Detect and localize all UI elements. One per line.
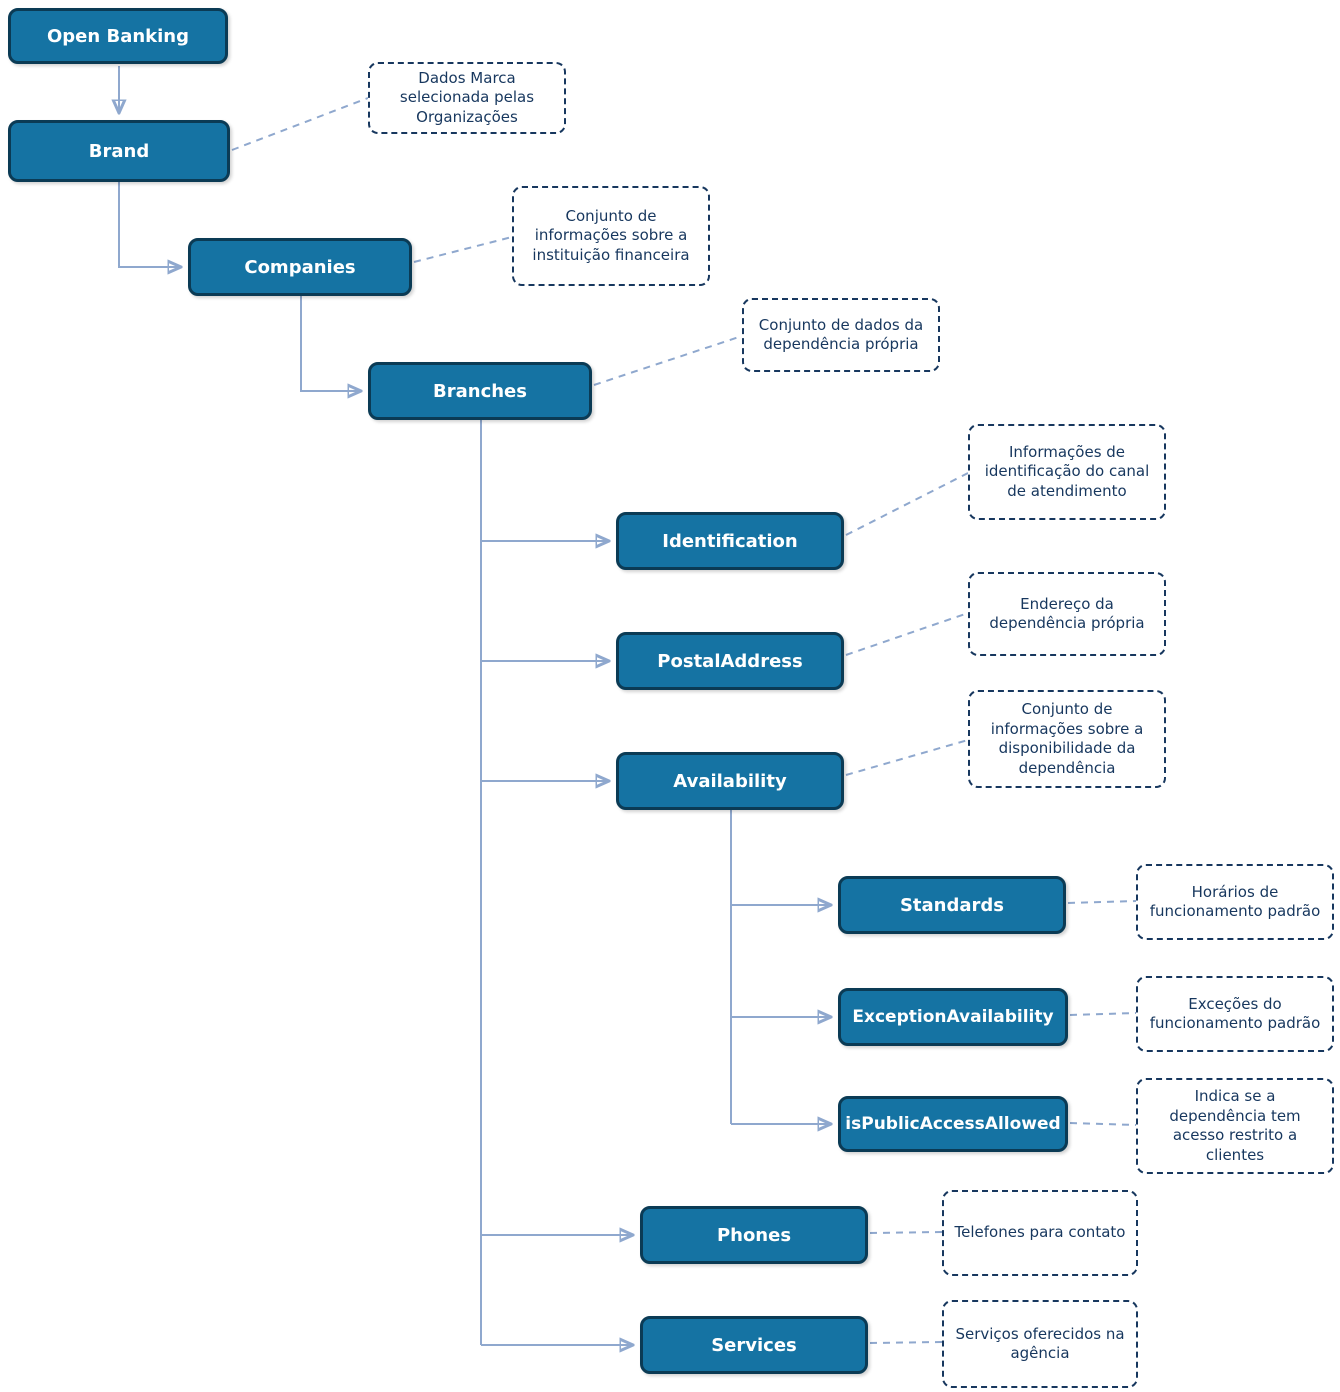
node-services-label: Services <box>711 1334 797 1356</box>
annotation-branches-text: Conjunto de dados da dependência própria <box>758 315 924 354</box>
annotation-identification-text: Informações de identificação do canal de… <box>984 442 1150 500</box>
node-postal-address-label: PostalAddress <box>657 650 803 672</box>
node-postal-address: PostalAddress <box>616 632 844 690</box>
edge-phones-annotation <box>869 1231 943 1234</box>
node-is-public-access-allowed-label: isPublicAccessAllowed <box>845 1114 1061 1134</box>
annotation-standards-text: Horários de funcionamento padrão <box>1149 882 1321 921</box>
node-phones: Phones <box>640 1206 868 1264</box>
annotation-branches: Conjunto de dados da dependência própria <box>742 298 940 372</box>
annotation-companies-text: Conjunto de informações sobre a institui… <box>532 206 690 264</box>
annotation-phones: Telefones para contato <box>942 1190 1138 1276</box>
annotation-exception-availability-text: Exceções do funcionamento padrão <box>1149 994 1321 1033</box>
edge-brand-annotation <box>231 97 369 151</box>
annotation-standards: Horários de funcionamento padrão <box>1136 864 1334 940</box>
annotation-services-text: Serviços oferecidos na agência <box>955 1324 1125 1363</box>
edge-companies-annotation <box>413 236 513 263</box>
node-phones-label: Phones <box>716 1224 792 1246</box>
node-exception-availability-label: ExceptionAvailability <box>852 1007 1054 1027</box>
edge-exception-availability-annotation <box>1069 1012 1137 1016</box>
node-brand-label: Brand <box>88 140 150 162</box>
annotation-phones-text: Telefones para contato <box>954 1223 1126 1242</box>
edge-is-public-access-allowed-annotation <box>1069 1122 1137 1126</box>
node-identification-label: Identification <box>662 530 798 552</box>
node-open-banking-label: Open Banking <box>47 25 189 47</box>
node-standards-label: Standards <box>899 894 1005 916</box>
annotation-services: Serviços oferecidos na agência <box>942 1300 1138 1388</box>
node-is-public-access-allowed: isPublicAccessAllowed <box>838 1096 1068 1152</box>
node-brand: Brand <box>8 120 230 182</box>
edge-services-annotation <box>869 1341 943 1344</box>
node-standards: Standards <box>838 876 1066 934</box>
annotation-companies: Conjunto de informações sobre a institui… <box>512 186 710 286</box>
edge-branches-annotation <box>593 335 743 386</box>
node-companies: Companies <box>188 238 412 296</box>
annotation-is-public-access-allowed-text: Indica se a dependência tem acesso restr… <box>1169 1087 1301 1164</box>
annotation-postal-address: Endereço da dependência própria <box>968 572 1166 656</box>
node-branches: Branches <box>368 362 592 420</box>
annotation-postal-address-text: Endereço da dependência própria <box>989 594 1145 633</box>
annotation-is-public-access-allowed: Indica se a dependência tem acesso restr… <box>1136 1078 1334 1174</box>
node-exception-availability: ExceptionAvailability <box>838 988 1068 1046</box>
edge-availability-annotation <box>845 739 969 776</box>
edge-brand-companies <box>118 182 181 267</box>
node-availability: Availability <box>616 752 844 810</box>
node-companies-label: Companies <box>244 256 356 278</box>
edge-postal-address-annotation <box>845 612 969 656</box>
annotation-brand: Dados Marca selecionada pelas Organizaçõ… <box>368 62 566 134</box>
node-open-banking: Open Banking <box>8 8 228 64</box>
node-services: Services <box>640 1316 868 1374</box>
edge-standards-annotation <box>1067 900 1137 904</box>
node-identification: Identification <box>616 512 844 570</box>
annotation-identification: Informações de identificação do canal de… <box>968 424 1166 520</box>
edge-companies-branches <box>300 296 361 391</box>
node-availability-label: Availability <box>673 770 787 792</box>
annotation-availability: Conjunto de informações sobre a disponib… <box>968 690 1166 788</box>
annotation-brand-text: Dados Marca selecionada pelas Organizaçõ… <box>399 68 535 126</box>
annotation-availability-text: Conjunto de informações sobre a disponib… <box>990 700 1144 777</box>
annotation-exception-availability: Exceções do funcionamento padrão <box>1136 976 1334 1052</box>
edge-identification-annotation <box>845 472 969 536</box>
node-branches-label: Branches <box>433 380 527 402</box>
